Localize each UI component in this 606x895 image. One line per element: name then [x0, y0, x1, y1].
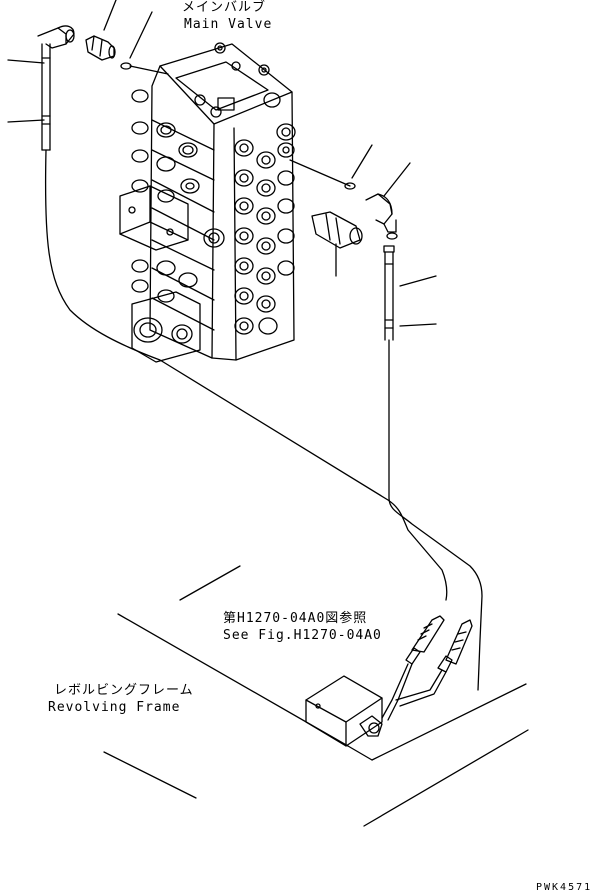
- main-valve-label-en: Main Valve: [184, 17, 273, 32]
- lower-hoses: [381, 615, 473, 721]
- terminal-block: [305, 675, 383, 747]
- see-fig-label-en: See Fig.H1270-04A0: [223, 628, 382, 643]
- see-fig-label-jp: 第H1270-04A0図参照: [223, 611, 368, 626]
- main-valve-label-jp: メインバルブ: [182, 0, 267, 15]
- revolving-frame-label-jp: レボルビングフレーム: [54, 683, 194, 698]
- revolving-frame: [103, 565, 529, 827]
- main-valve-body: [119, 42, 296, 363]
- callout-leaders: [7, 0, 437, 327]
- right-fittings: [311, 182, 483, 691]
- upper-connector: [85, 35, 132, 70]
- drawing-code: PWK4571: [536, 882, 593, 893]
- revolving-frame-label-en: Revolving Frame: [48, 700, 181, 715]
- valve-plugs: [203, 92, 296, 335]
